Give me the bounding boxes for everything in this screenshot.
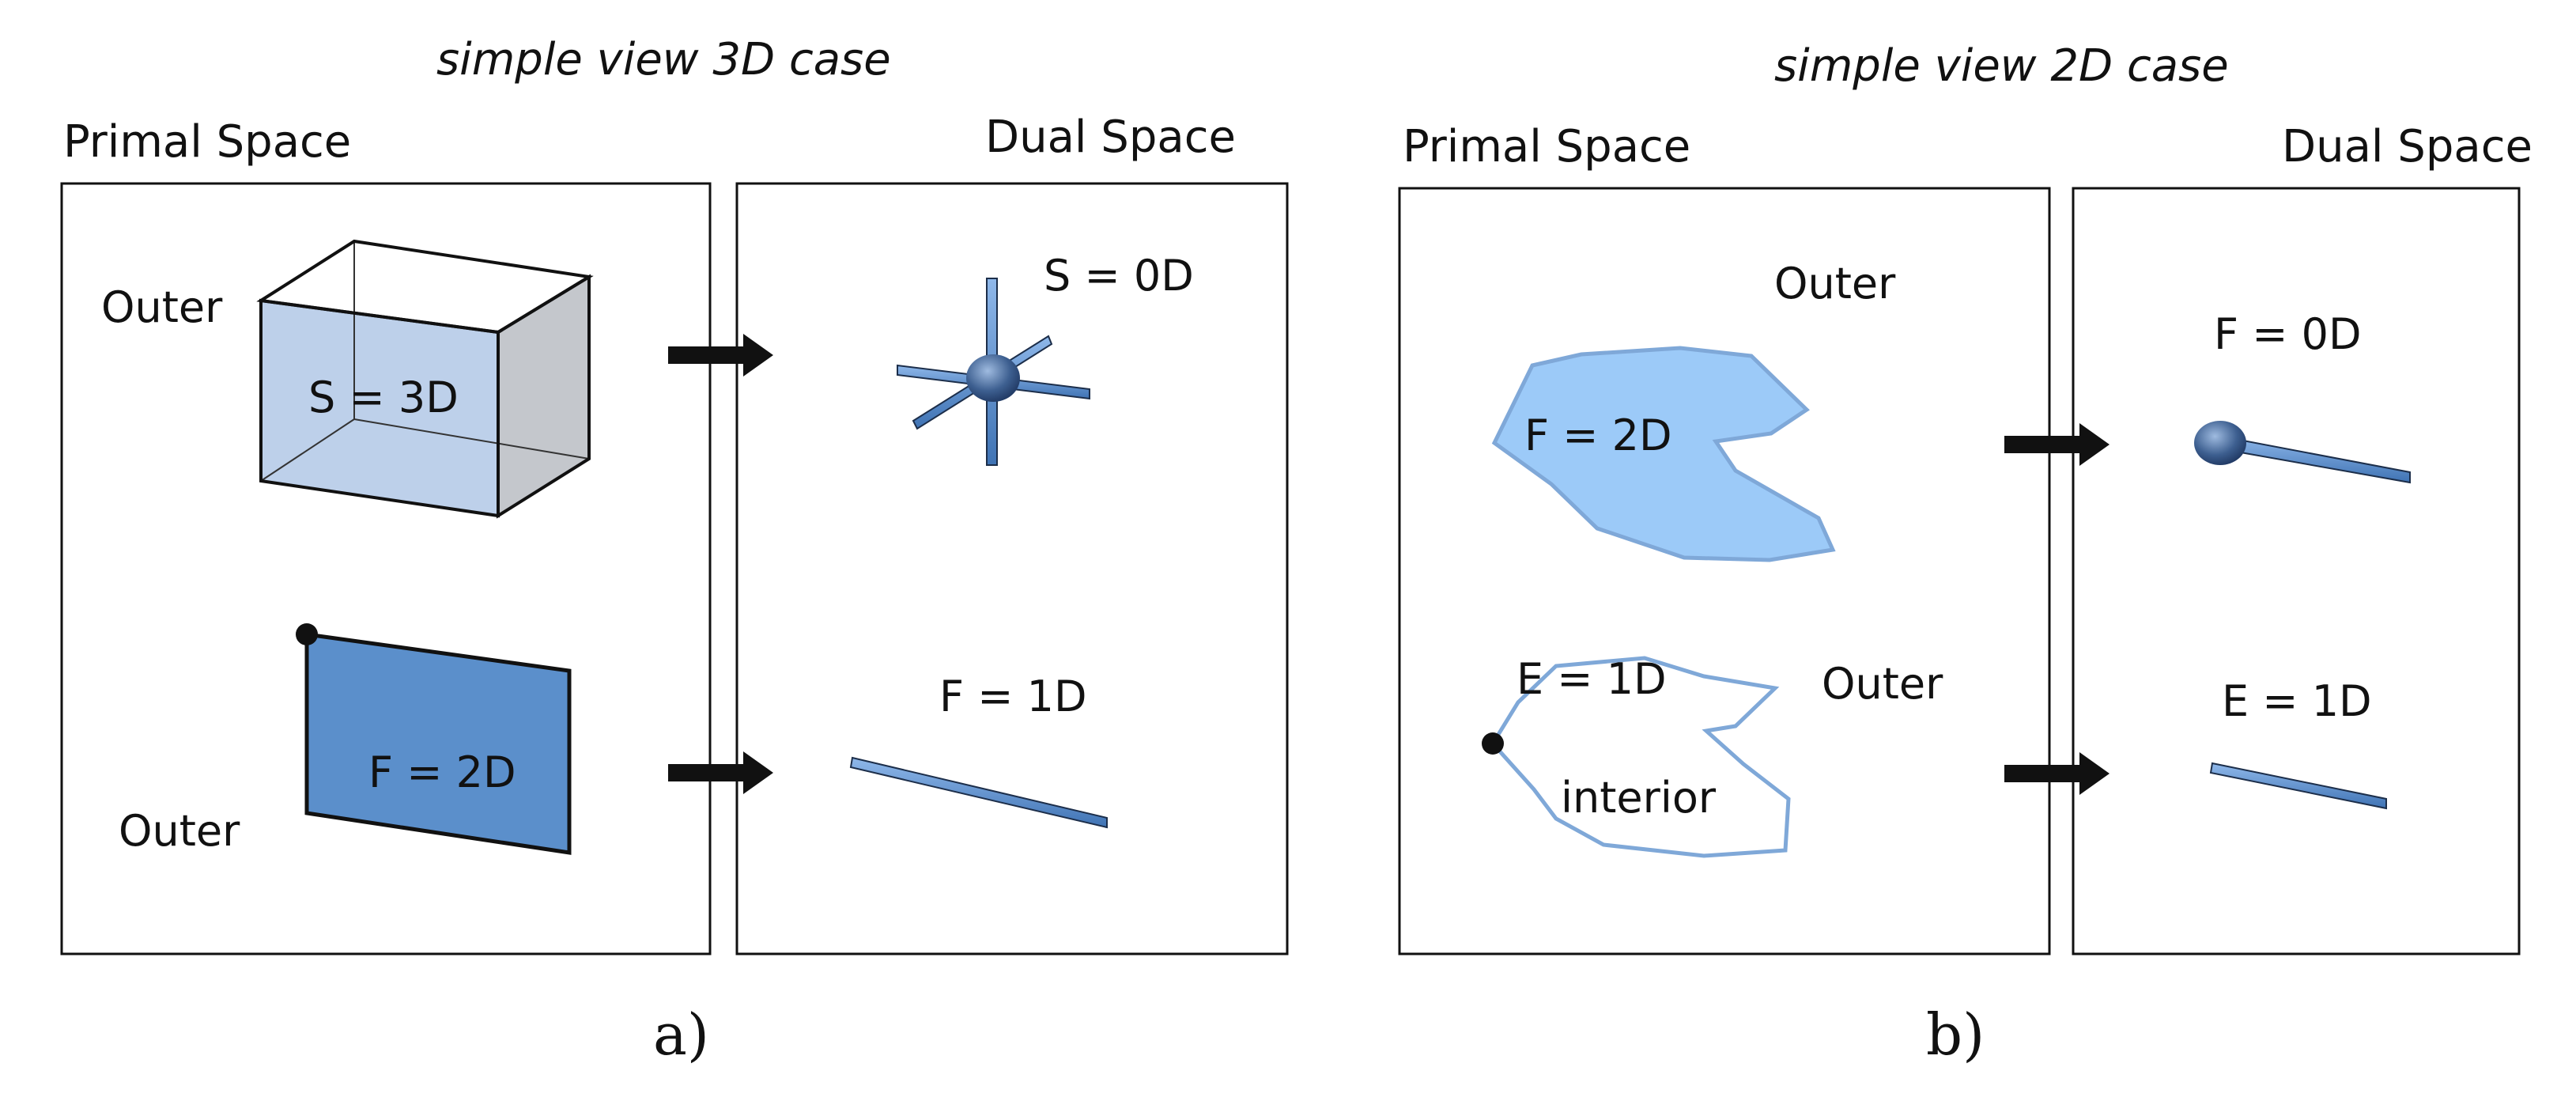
panel-a-primal-label: Primal Space [63, 116, 352, 168]
panel-a-title: simple view 3D case [436, 34, 891, 85]
panel-a-caption: a) [653, 1001, 710, 1068]
arrow-edge-to-dual [2004, 752, 2110, 795]
dual-solid-label: S = 0D [1044, 251, 1194, 301]
panel-a-dual-label: Dual Space [985, 112, 1236, 163]
solid-box [256, 239, 594, 519]
arrow-face-to-node [2004, 423, 2110, 466]
panel-a-dual-frame [735, 182, 1289, 955]
dual-edge-label: E = 1D [2222, 676, 2372, 726]
dual-face-label: F = 1D [939, 672, 1087, 721]
panel-a-outer-top: Outer [101, 282, 223, 332]
edge-vertex-dot [1482, 732, 1504, 755]
face-vertex-dot [296, 623, 318, 645]
edge-outline [1490, 656, 1791, 858]
panel-a-outer-bottom: Outer [119, 806, 240, 856]
panel-b-caption: b) [1926, 1001, 1985, 1068]
dual-edge-2d [2209, 762, 2387, 810]
dual-node-2d [2194, 421, 2411, 484]
face-polygon [1491, 346, 1836, 562]
panel-b-dual-label: Dual Space [2282, 121, 2533, 172]
edge-label: E = 1D [1517, 654, 1667, 704]
solid-label: S = 3D [308, 373, 459, 422]
panel-a-primal-frame [60, 182, 712, 955]
panel-b-title: simple view 2D case [1774, 40, 2229, 92]
polygon-face-label: F = 2D [1524, 411, 1672, 460]
arrow-face-to-dual [668, 751, 773, 794]
panel-b-primal-frame [1398, 187, 2051, 955]
interior-label: interior [1561, 773, 1717, 823]
panel-b-primal-label: Primal Space [1403, 121, 1691, 172]
dual-node-3d [897, 278, 1090, 466]
arrow-solid-to-dual [668, 334, 773, 376]
dual-edge-3d [849, 756, 1108, 829]
panel-b-outer-top: Outer [1774, 259, 1896, 308]
face-parallelogram [304, 632, 572, 855]
dual-node-label: F = 0D [2214, 309, 2362, 359]
panel-b-outer-bottom: Outer [1822, 659, 1943, 709]
face-label: F = 2D [368, 747, 516, 797]
panel-b-dual-frame [2072, 187, 2521, 955]
